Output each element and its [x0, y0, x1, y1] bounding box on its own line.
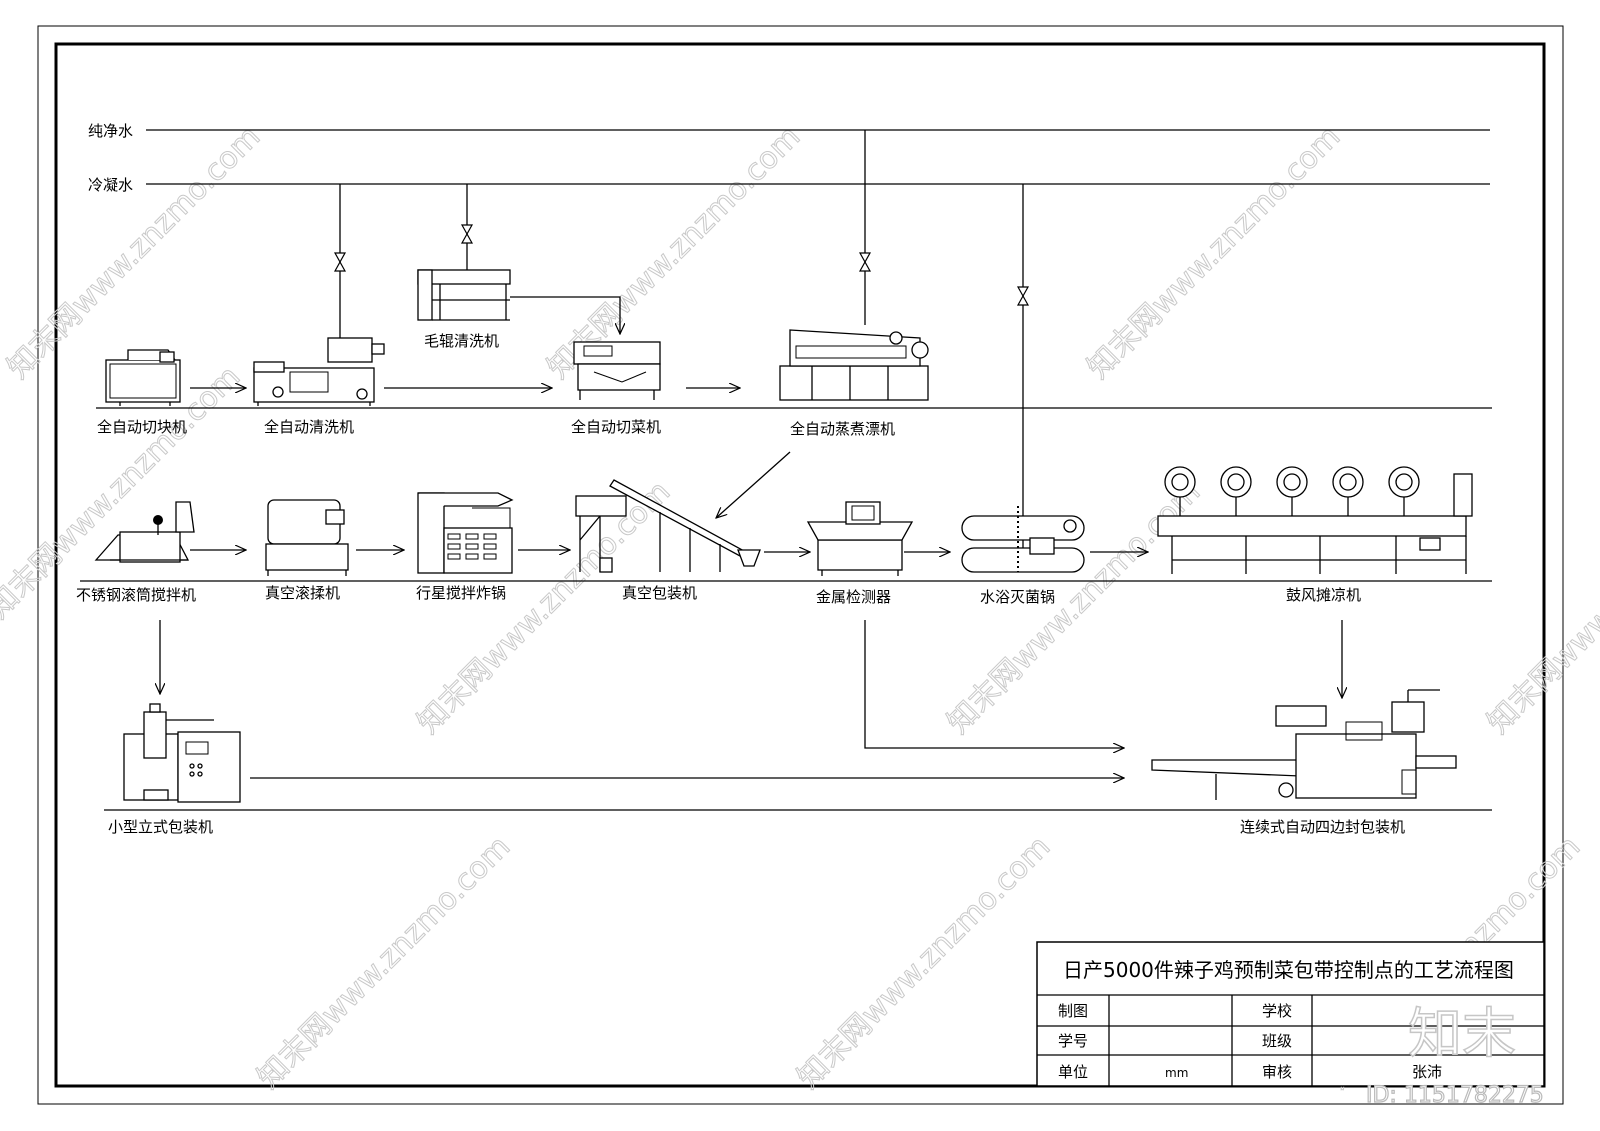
student-id-label: 学号	[1058, 1032, 1088, 1050]
auto-washer-icon	[253, 337, 385, 406]
small-vertical-packer-label: 小型立式包装机	[108, 818, 213, 836]
brush-roller-washer-label: 毛辊清洗机	[424, 332, 499, 350]
blower-cooler-icon	[1157, 466, 1473, 574]
blower-cooler-label: 鼓风摊凉机	[1286, 586, 1361, 604]
review-label: 审核	[1262, 1063, 1292, 1081]
flow-arrow	[716, 451, 791, 518]
auto-vegetable-cutter-icon	[573, 341, 661, 400]
watermark-logo: 知末	[1408, 1002, 1516, 1065]
watermark-text: 知末网www.znzmo.com	[1081, 119, 1347, 385]
unit-label: 单位	[1058, 1063, 1088, 1081]
auto-block-cutter-icon	[105, 349, 181, 406]
watermark-text: 知末网www.znzmo.com	[1, 119, 267, 385]
outer-frame	[37, 25, 1564, 1105]
planetary-frying-pot-icon	[417, 492, 514, 574]
water-bath-sterilizer-icon	[961, 506, 1085, 573]
pure-water-label: 纯净水	[88, 122, 133, 140]
flow-arrow	[864, 620, 1124, 748]
watermark-text: 知末网www.znzmo.com	[791, 829, 1057, 1095]
watermark-text: 知末网www.znzmo.com	[941, 474, 1207, 740]
vacuum-packer-icon	[575, 479, 761, 573]
watermark-text: 知末网www.znzmo.com	[411, 474, 677, 740]
flow-arrow	[510, 296, 620, 334]
water-bath-sterilizer-label: 水浴灭菌锅	[980, 588, 1055, 606]
metal-detector-icon	[806, 501, 914, 576]
unit-value: mm	[1165, 1066, 1188, 1080]
auto-steam-blancher-icon	[779, 329, 929, 401]
drawn-by-label: 制图	[1058, 1002, 1088, 1020]
planetary-frying-pot-label: 行星搅拌炸锅	[416, 584, 506, 602]
valve-icon	[334, 252, 346, 272]
four-side-seal-packer-icon	[1151, 689, 1457, 800]
auto-vegetable-cutter-label: 全自动切菜机	[571, 418, 661, 436]
brush-roller-washer-icon	[417, 269, 511, 321]
condensate-water-label: 冷凝水	[88, 176, 133, 194]
vacuum-packer-label: 真空包装机	[622, 584, 697, 602]
school-label: 学校	[1262, 1002, 1292, 1020]
drum-tumbler-mixer-icon	[94, 501, 195, 563]
diagram-title: 日产5000件辣子鸡预制菜包带控制点的工艺流程图	[1063, 958, 1514, 982]
watermark-text: 知末网www.znzmo.com	[1481, 474, 1600, 740]
metal-detector-label: 金属检测器	[816, 588, 891, 606]
auto-washer-label: 全自动清洗机	[264, 418, 354, 436]
class-label: 班级	[1262, 1032, 1292, 1050]
inner-frame	[54, 42, 1546, 1088]
valve-icon	[859, 252, 871, 272]
watermark-id: ID: 1151782275	[1366, 1083, 1544, 1108]
water-branches	[334, 130, 1029, 555]
review-value: 张沛	[1412, 1063, 1442, 1081]
valve-icon	[1017, 286, 1029, 306]
auto-block-cutter-label: 全自动切块机	[97, 418, 187, 436]
auto-steam-blancher-label: 全自动蒸煮漂机	[790, 420, 895, 438]
watermark-text: 知末网www.znzmo.com	[251, 829, 517, 1095]
drum-tumbler-mixer-label: 不锈钢滚筒搅拌机	[76, 586, 196, 604]
vacuum-tumbler-icon	[265, 499, 349, 576]
four-side-seal-packer-label: 连续式自动四边封包装机	[1240, 818, 1405, 836]
valve-icon	[461, 224, 473, 244]
small-vertical-packer-icon	[123, 703, 241, 803]
vacuum-tumbler-label: 真空滚揉机	[265, 584, 340, 602]
title-block: 日产5000件辣子鸡预制菜包带控制点的工艺流程图 制图 学校 学号 班级 单位 …	[1036, 941, 1545, 1087]
